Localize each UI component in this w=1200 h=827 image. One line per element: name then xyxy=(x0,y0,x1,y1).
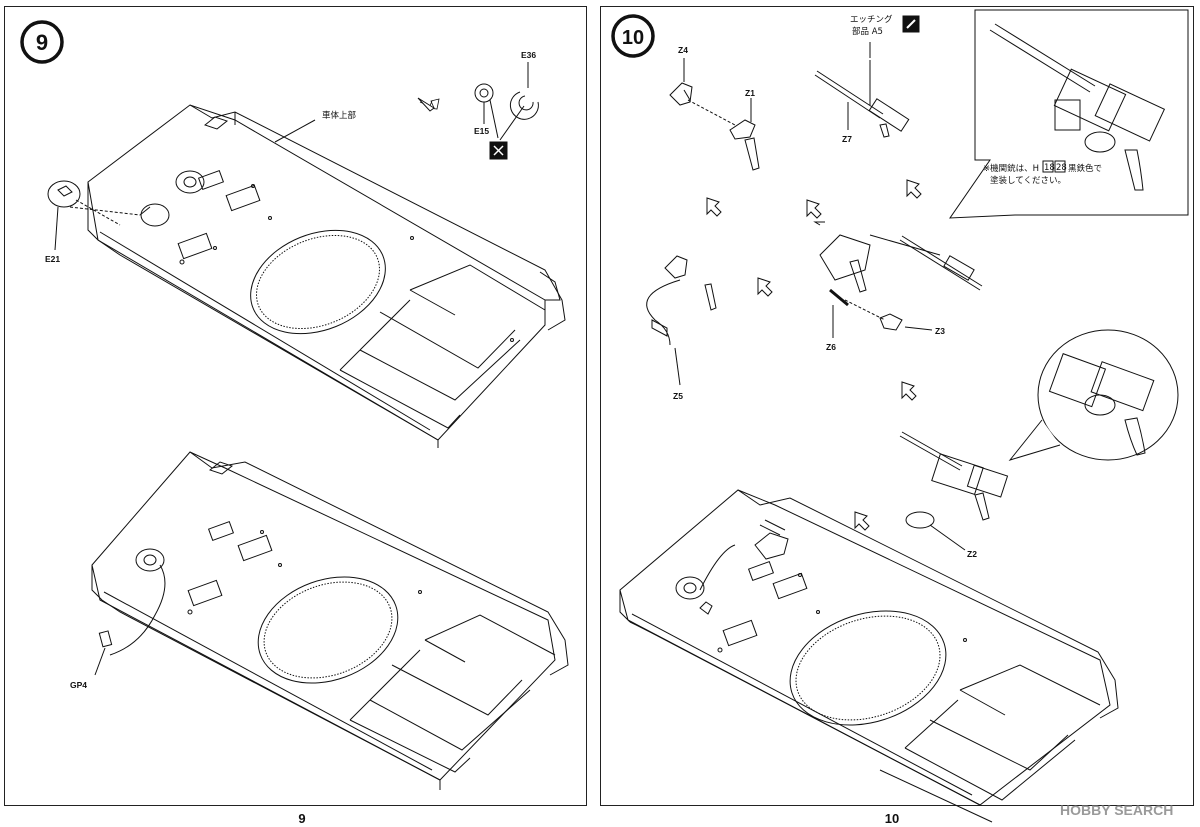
note-h-box-1 xyxy=(1042,160,1054,173)
page-number-9: 9 xyxy=(298,811,305,826)
label-e21: E21 xyxy=(45,254,60,264)
label-e15: E15 xyxy=(474,126,489,136)
callout-bubble xyxy=(949,9,1189,219)
label-e36: E36 xyxy=(521,50,536,60)
glue-icon xyxy=(489,141,508,160)
parts-z5 xyxy=(646,255,717,386)
parts-z4-z1 xyxy=(669,58,760,171)
label-z2: Z2 xyxy=(967,549,977,559)
label-z4: Z4 xyxy=(678,45,688,55)
hull-upper-bottom xyxy=(91,451,569,790)
label-z1: Z1 xyxy=(745,88,755,98)
callout-round xyxy=(1008,329,1179,461)
watermark: HOBBY SEARCH xyxy=(1060,802,1173,818)
arrow-icon xyxy=(706,179,922,531)
gun-mount-assembly xyxy=(813,221,983,338)
photo-etch-icon xyxy=(902,15,920,33)
label-z6: Z6 xyxy=(826,342,836,352)
label-z5: Z5 xyxy=(673,391,683,401)
label-z7: Z7 xyxy=(842,134,852,144)
hull-right xyxy=(619,489,1119,823)
label-etching-line1: エッチング xyxy=(850,14,893,25)
note-line2: 塗装してください。 xyxy=(990,175,1066,186)
step-9-number: 9 xyxy=(36,30,48,55)
step-10-badge xyxy=(611,14,655,58)
gun-lower-assembly xyxy=(899,431,1009,551)
label-etching-line2: 部品 A5 xyxy=(852,26,883,37)
label-z3: Z3 xyxy=(935,326,945,336)
label-gp4: GP4 xyxy=(70,680,87,690)
label-hull-upper: 車体上部 xyxy=(322,110,357,121)
note-h-index-2: 28 xyxy=(1056,163,1067,173)
part-e36-e15 xyxy=(474,62,539,141)
page-number-10: 10 xyxy=(885,811,899,826)
step-10-number: 10 xyxy=(622,27,644,49)
note-h-index-1: 18 xyxy=(1044,163,1055,173)
part-z7-gun xyxy=(814,60,910,138)
part-e21 xyxy=(47,180,170,251)
note-line1: ※機関銃は、H xyxy=(983,163,1039,174)
hull-upper-top xyxy=(87,104,566,448)
step-9-badge xyxy=(20,20,64,64)
hull-upper-leader xyxy=(274,119,316,143)
note-h-box-2 xyxy=(1054,160,1066,173)
note-line1-end: 黒鉄色で xyxy=(1068,163,1102,174)
arrow-icon xyxy=(417,97,440,112)
callout-gun-detail xyxy=(989,23,1166,191)
